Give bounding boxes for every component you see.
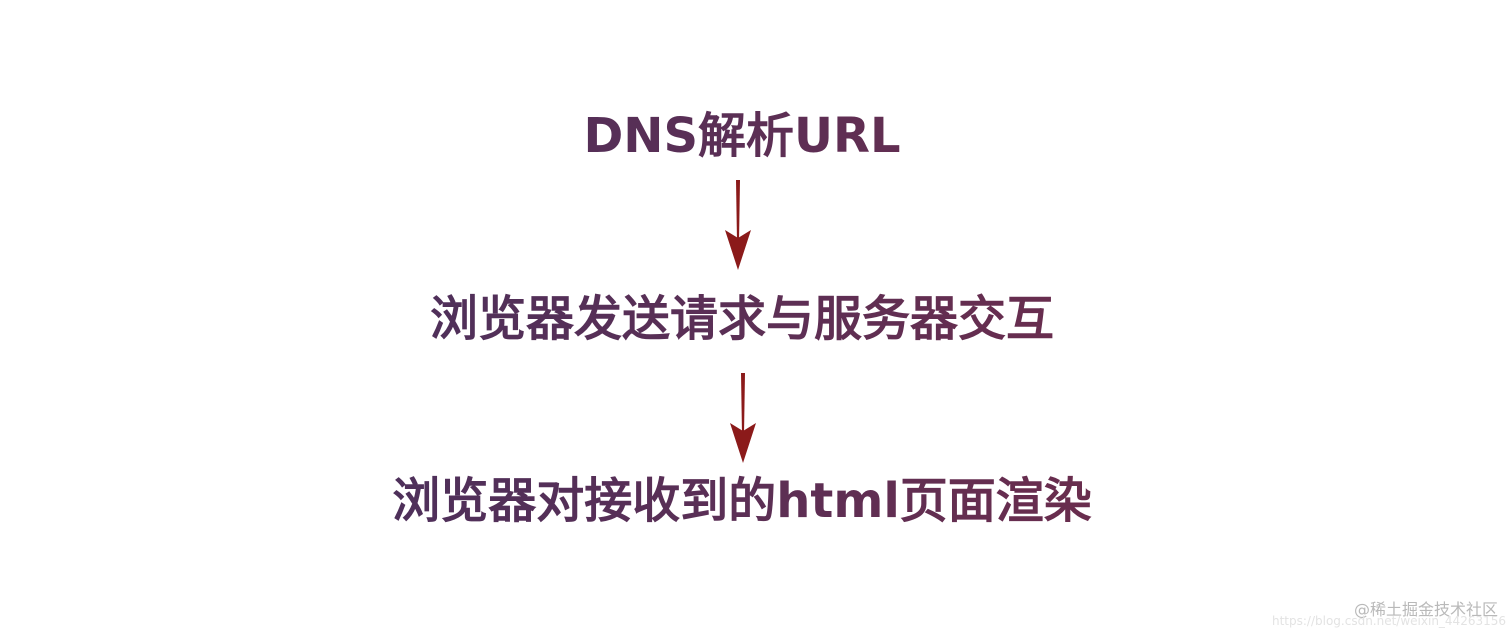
arrow-down-icon [725, 180, 751, 270]
watermark-site: @稀土掘金技术社区 [1353, 600, 1498, 619]
step-browser-request: 浏览器发送请求与服务器交互 [0, 291, 1498, 347]
step-browser-render: 浏览器对接收到的html页面渲染 [0, 473, 1498, 529]
arrow-head [725, 230, 751, 270]
watermark-url: https://blog.csdn.net/weixin_44263156 [1271, 614, 1506, 628]
step-dns-resolve: DNS解析URL [0, 108, 1498, 164]
arrow-head [730, 423, 756, 463]
arrow-shaft [736, 180, 740, 242]
arrow-shaft [741, 373, 745, 435]
arrow-down-icon [730, 373, 756, 463]
